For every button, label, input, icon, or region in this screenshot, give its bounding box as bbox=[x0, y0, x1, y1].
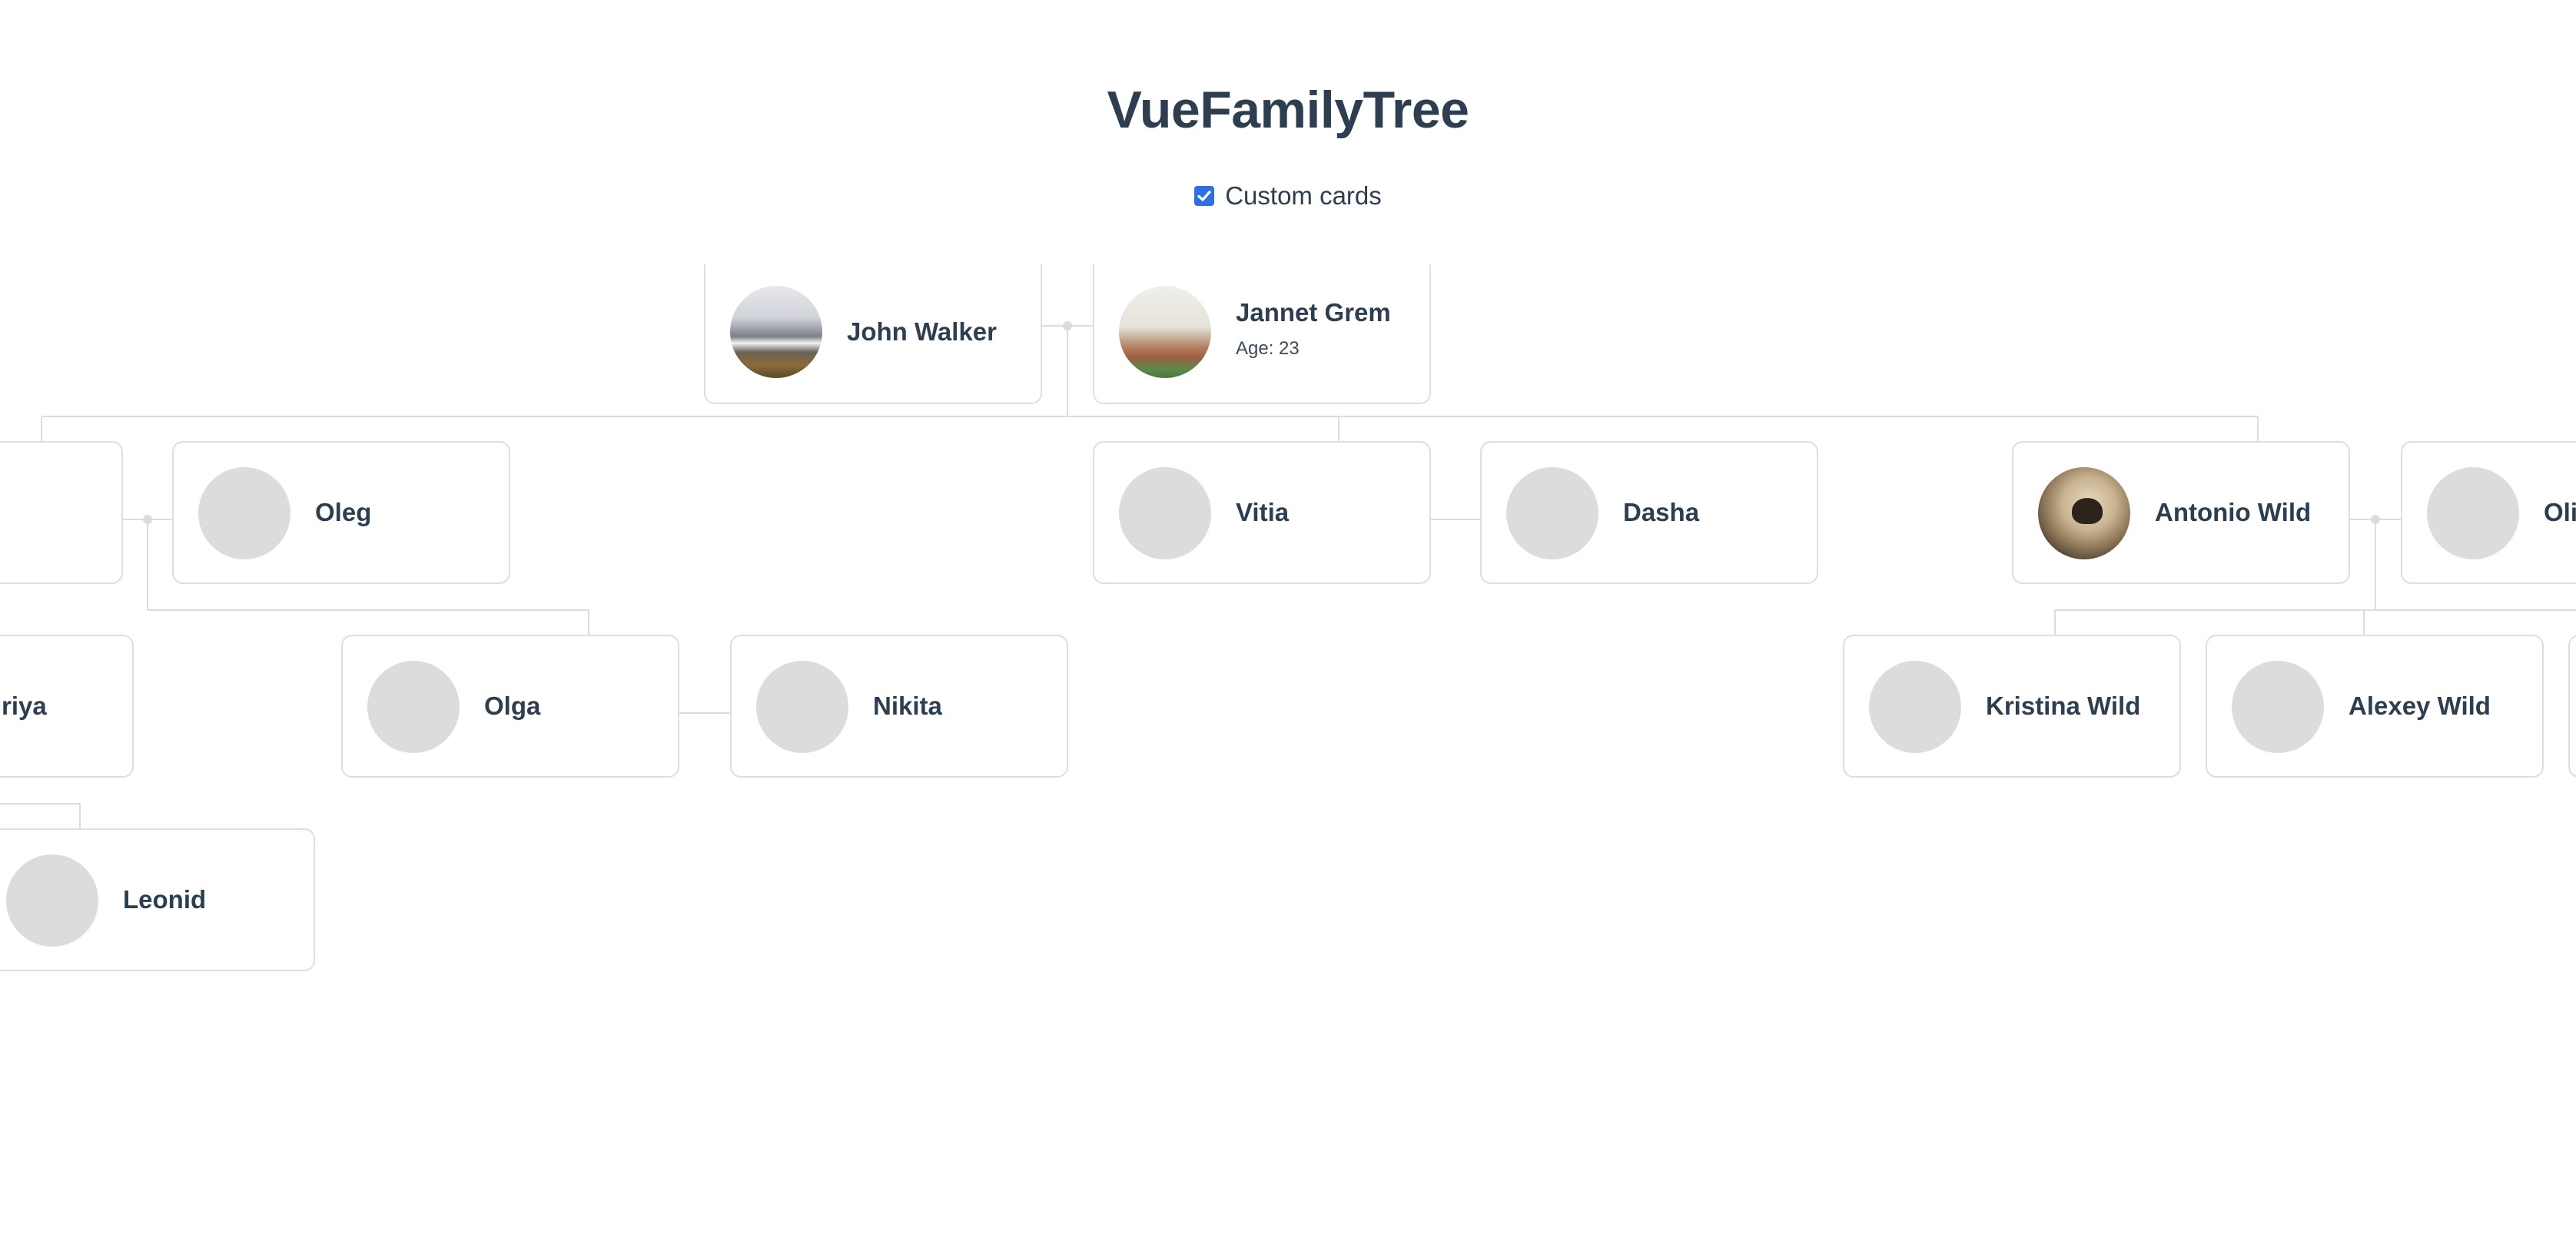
person-card-riya-partial[interactable]: riya bbox=[0, 635, 134, 778]
person-card-kristina-wild[interactable]: Kristina Wild bbox=[1843, 635, 2181, 778]
person-name: Nikita bbox=[873, 692, 942, 720]
person-card-alexey-wild[interactable]: Alexey Wild bbox=[2206, 635, 2544, 778]
person-name: Dasha bbox=[1623, 498, 1700, 526]
person-name: Vitia bbox=[1236, 498, 1290, 526]
avatar bbox=[730, 286, 822, 378]
avatar bbox=[756, 661, 848, 753]
person-card-jannet-grem[interactable]: Jannet Grem Age: 23 bbox=[1093, 264, 1431, 404]
person-card-oleg[interactable]: Oleg bbox=[172, 441, 510, 584]
person-card-antonio-wild[interactable]: Antonio Wild bbox=[2012, 441, 2350, 584]
person-card-partial-left[interactable] bbox=[0, 441, 123, 584]
person-name: Oli bbox=[2544, 498, 2576, 526]
person-card-john-walker[interactable]: John Walker bbox=[704, 264, 1042, 404]
person-name: Leonid bbox=[123, 885, 207, 914]
avatar bbox=[2038, 467, 2130, 559]
avatar bbox=[367, 661, 460, 753]
page-title: VueFamilyTree bbox=[1107, 81, 1470, 139]
person-card-dasha[interactable]: Dasha bbox=[1480, 441, 1818, 584]
avatar bbox=[198, 467, 290, 559]
person-name: Alexey Wild bbox=[2349, 692, 2491, 720]
person-card-nikita[interactable]: Nikita bbox=[730, 635, 1068, 778]
avatar bbox=[2427, 467, 2519, 559]
person-card-olga[interactable]: Olga bbox=[341, 635, 679, 778]
family-tree[interactable]: John Walker Jannet Grem Age: 23 Oleg Vit… bbox=[0, 264, 2576, 1254]
person-name: Kristina Wild bbox=[1986, 692, 2141, 720]
custom-cards-label[interactable]: Custom cards bbox=[1225, 181, 1382, 210]
person-card-oli-partial[interactable]: Oli bbox=[2401, 441, 2576, 584]
person-card-partial-right[interactable] bbox=[2568, 635, 2576, 778]
avatar bbox=[2232, 661, 2324, 753]
person-name: Jannet Grem bbox=[1236, 298, 1391, 327]
person-name: Olga bbox=[484, 692, 541, 720]
custom-cards-checkbox[interactable] bbox=[1194, 186, 1215, 206]
tree-connectors bbox=[0, 321, 2576, 828]
person-name: John Walker bbox=[847, 317, 997, 346]
person-name: Antonio Wild bbox=[2155, 498, 2312, 526]
avatar bbox=[1869, 661, 1961, 753]
avatar bbox=[1119, 467, 1211, 559]
avatar bbox=[1506, 467, 1598, 559]
person-card-leonid[interactable]: Leonid bbox=[0, 828, 315, 971]
avatar bbox=[1119, 286, 1211, 378]
custom-cards-control: Custom cards bbox=[0, 181, 2576, 211]
person-age: Age: 23 bbox=[1236, 338, 1300, 359]
avatar bbox=[6, 854, 98, 947]
person-name: riya bbox=[2, 692, 47, 720]
check-icon bbox=[1197, 191, 1211, 201]
person-card-vitia[interactable]: Vitia bbox=[1093, 441, 1431, 584]
person-name: Oleg bbox=[315, 498, 372, 526]
